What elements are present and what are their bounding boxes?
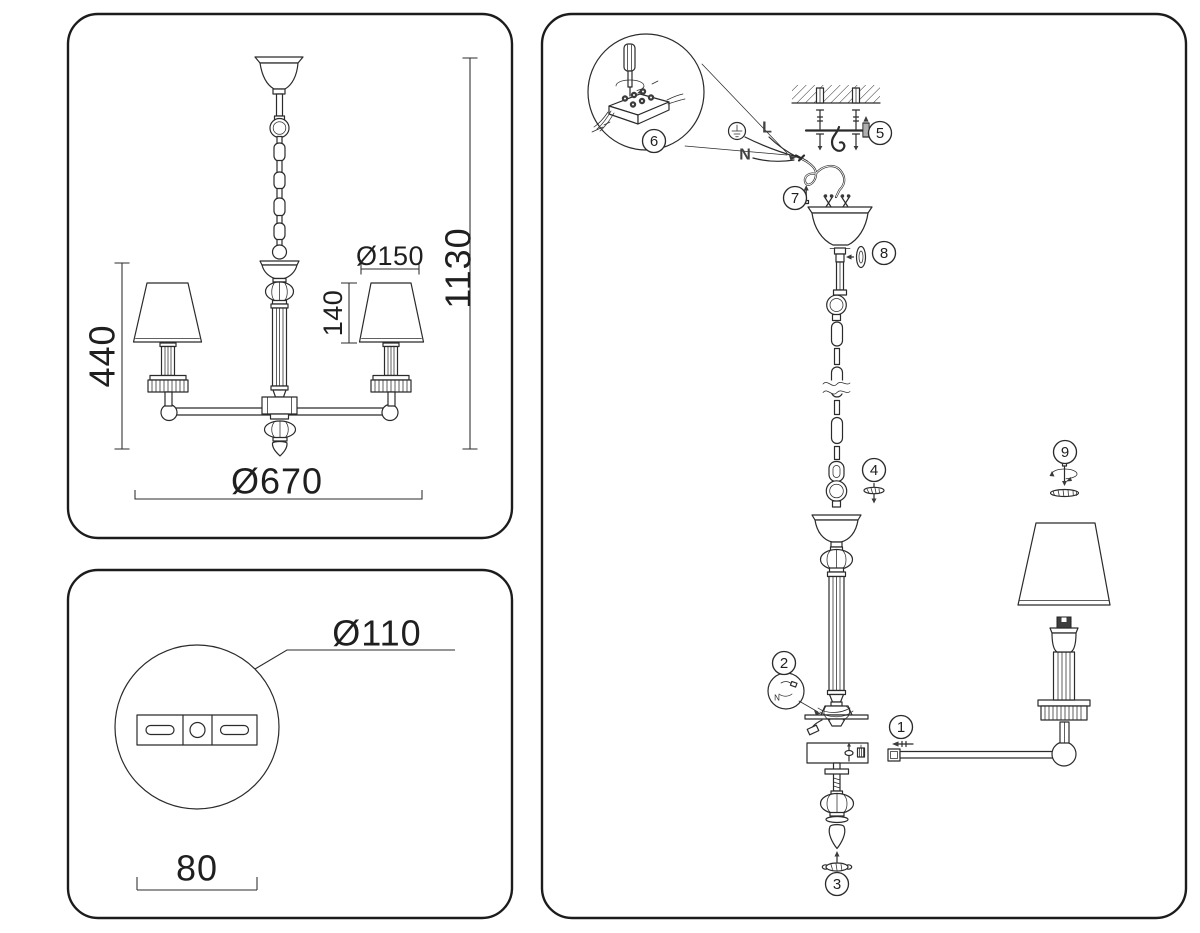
suspension-chain bbox=[269, 93, 290, 260]
svg-text:6: 6 bbox=[650, 133, 658, 150]
dim-label-plate-dia: Ø110 bbox=[332, 613, 421, 654]
dim-label-80: 80 bbox=[176, 848, 218, 889]
wire-label-live: L bbox=[762, 120, 772, 137]
mount-plate bbox=[114, 644, 280, 810]
dimension-plate-diameter: Ø110 bbox=[254, 613, 455, 670]
terminal-detail-magnifier bbox=[587, 33, 788, 156]
callout-5: 5 bbox=[867, 120, 893, 146]
chain-assembly bbox=[822, 294, 885, 508]
right-lamp bbox=[358, 282, 425, 407]
callout-6: 6 bbox=[641, 128, 667, 154]
svg-text:2: 2 bbox=[780, 655, 788, 672]
wall-anchor-left bbox=[815, 87, 825, 104]
svg-text:3: 3 bbox=[833, 876, 841, 893]
center-hole bbox=[189, 721, 206, 739]
center-column bbox=[259, 260, 300, 398]
dimension-body-height: 440 bbox=[82, 262, 130, 450]
wire-hub bbox=[804, 705, 869, 736]
terminal-block-icon bbox=[591, 80, 686, 133]
dim-label-shade-dia: Ø150 bbox=[356, 241, 424, 271]
callout-9: 9 bbox=[1052, 439, 1078, 465]
canopy bbox=[254, 56, 304, 95]
dim-label-1130: 1130 bbox=[438, 227, 479, 308]
callout-4: 4 bbox=[861, 457, 887, 483]
wing-nut-3-icon bbox=[821, 851, 853, 872]
panel-front-view: 440 1130 Ø150 140 Ø670 bbox=[66, 12, 514, 540]
svg-text:1: 1 bbox=[897, 719, 905, 736]
rotate-ring-9-icon bbox=[1049, 462, 1078, 486]
terminal-screws bbox=[621, 88, 655, 108]
wire-label-neutral: N bbox=[739, 147, 751, 164]
screwdriver-icon bbox=[615, 43, 645, 97]
callout-3: 3 bbox=[824, 871, 850, 897]
callout-2: 2 bbox=[771, 650, 797, 676]
slot-hole-right bbox=[219, 724, 250, 736]
detail-neutral-label: N bbox=[774, 694, 780, 703]
hub-block bbox=[806, 742, 869, 764]
callout-1: 1 bbox=[888, 714, 914, 740]
dim-label-670: Ø670 bbox=[231, 461, 323, 502]
column-assembly: N bbox=[767, 514, 869, 872]
lamp-socket-icon bbox=[1056, 616, 1072, 629]
lock-ring-8-icon bbox=[846, 245, 867, 269]
svg-text:9: 9 bbox=[1061, 444, 1069, 461]
dimension-shade-height: 140 bbox=[318, 282, 357, 344]
callout-8: 8 bbox=[871, 240, 897, 266]
chandelier-front-view bbox=[132, 56, 425, 457]
arms bbox=[160, 396, 399, 457]
slot-hole-left bbox=[145, 724, 175, 736]
svg-text:8: 8 bbox=[880, 245, 888, 262]
cap-nut-4-icon bbox=[863, 482, 885, 504]
arm-assembly bbox=[887, 462, 1111, 767]
shade-ring-icon bbox=[1049, 488, 1080, 498]
dimension-shade-diameter: Ø150 bbox=[356, 241, 424, 275]
panel-mount-view: Ø110 80 bbox=[66, 568, 514, 920]
lamp-shade bbox=[1017, 522, 1111, 606]
wiring-section: L N bbox=[727, 120, 846, 199]
spring-clips bbox=[823, 194, 851, 211]
svg-text:5: 5 bbox=[876, 125, 884, 142]
callout-7: 7 bbox=[782, 185, 808, 211]
set-screw-1-icon bbox=[892, 740, 914, 748]
wire-detail-magnifier: N bbox=[767, 672, 821, 716]
panel-assembly-view: L N bbox=[540, 12, 1188, 920]
dimension-hole-spacing: 80 bbox=[136, 848, 258, 891]
dimension-fixture-diameter: Ø670 bbox=[134, 461, 423, 502]
left-lamp bbox=[132, 282, 203, 407]
dim-label-140: 140 bbox=[318, 290, 348, 337]
dim-label-440: 440 bbox=[82, 324, 123, 387]
ceiling-section bbox=[791, 85, 881, 152]
ceiling-hook bbox=[830, 125, 846, 152]
ground-symbol-icon bbox=[727, 121, 747, 141]
ceiling-hatch bbox=[792, 85, 880, 103]
svg-text:7: 7 bbox=[791, 190, 799, 207]
dimension-total-height: 1130 bbox=[438, 57, 479, 450]
wall-anchor-right bbox=[851, 87, 861, 104]
canopy-assembly bbox=[803, 185, 873, 296]
svg-text:4: 4 bbox=[870, 462, 878, 479]
